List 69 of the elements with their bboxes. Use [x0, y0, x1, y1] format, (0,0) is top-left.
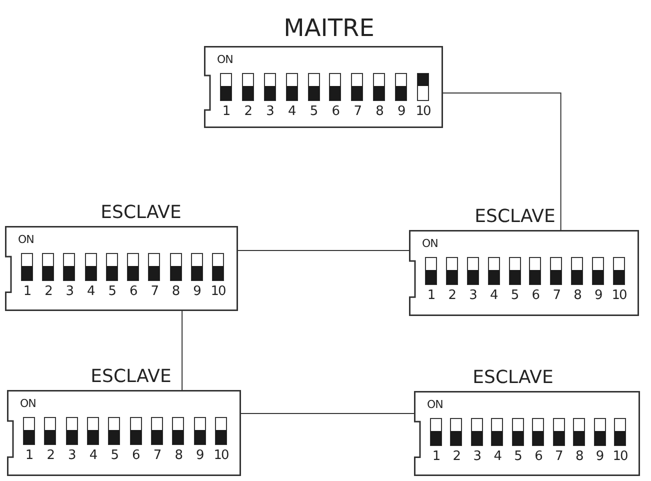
device-title: ESCLAVE [472, 369, 554, 387]
switch-number: 9 [596, 450, 604, 463]
on-label: ON [422, 238, 438, 249]
switch-number: 7 [354, 105, 361, 118]
switch-number: 7 [552, 289, 560, 302]
switch-number: 4 [494, 450, 501, 463]
switch-number: 5 [110, 449, 118, 462]
connector-line [442, 92, 562, 230]
switch-number: 1 [222, 105, 230, 118]
connector-line [240, 413, 414, 414]
connector-line [238, 250, 410, 251]
switch-number: 8 [575, 450, 583, 463]
switch-number: 2 [44, 285, 52, 298]
device-title: MAITRE [284, 16, 374, 40]
switch-number: 4 [89, 449, 97, 462]
device-title: ESCLAVE [90, 368, 172, 386]
switch-number: 2 [448, 289, 456, 302]
switch-number: 3 [473, 450, 481, 463]
switch-number: 1 [427, 289, 435, 302]
on-label: ON [20, 398, 36, 409]
switch-number: 8 [574, 289, 581, 302]
switch-number: 9 [193, 285, 200, 298]
dip-switch-box [204, 46, 443, 128]
switch-number: 5 [514, 450, 522, 463]
device-title: ESCLAVE [100, 204, 182, 222]
switch-number: 6 [532, 289, 540, 302]
switch-number: 6 [534, 450, 542, 463]
dip-switch-box [414, 391, 640, 476]
switch-number: 7 [150, 285, 158, 298]
switch-number: 10 [210, 285, 226, 298]
switch-number: 3 [469, 289, 476, 302]
switch-number: 9 [594, 289, 602, 302]
switch-number: 6 [332, 105, 340, 118]
switch-number: 5 [510, 289, 518, 302]
switch-number: 7 [555, 450, 562, 463]
switch-number: 3 [266, 105, 274, 118]
switch-number: 5 [310, 105, 318, 118]
switch-number: 10 [416, 105, 430, 118]
switch-number: 3 [68, 449, 76, 462]
dip-switch-box [409, 230, 639, 316]
on-label: ON [18, 234, 34, 245]
switch-number: 6 [132, 449, 140, 462]
switch-number: 1 [23, 285, 31, 298]
on-label: ON [217, 54, 233, 65]
switch-number: 1 [25, 449, 33, 462]
switch-number: 4 [288, 105, 296, 118]
switch-number: 4 [87, 285, 94, 298]
on-label: ON [427, 399, 443, 410]
connector-line [182, 310, 183, 390]
switch-number: 8 [172, 285, 180, 298]
switch-number: 5 [108, 285, 116, 298]
switch-number: 10 [612, 450, 628, 463]
dip-switch-box [7, 390, 241, 476]
switch-number: 6 [129, 285, 137, 298]
switch-number: 10 [612, 289, 626, 302]
switch-number: 8 [376, 105, 383, 118]
switch-number: 9 [397, 105, 405, 118]
switch-number: 10 [214, 449, 228, 462]
switch-number: 1 [432, 450, 440, 463]
dip-switch-box [5, 226, 238, 311]
switch-number: 7 [153, 449, 161, 462]
switch-number: 9 [196, 449, 204, 462]
switch-number: 8 [174, 449, 182, 462]
switch-number: 3 [66, 285, 74, 298]
device-title: ESCLAVE [474, 208, 556, 226]
switch-number: 2 [244, 105, 252, 118]
switch-number: 4 [490, 289, 498, 302]
switch-number: 2 [452, 450, 460, 463]
switch-number: 2 [46, 449, 54, 462]
